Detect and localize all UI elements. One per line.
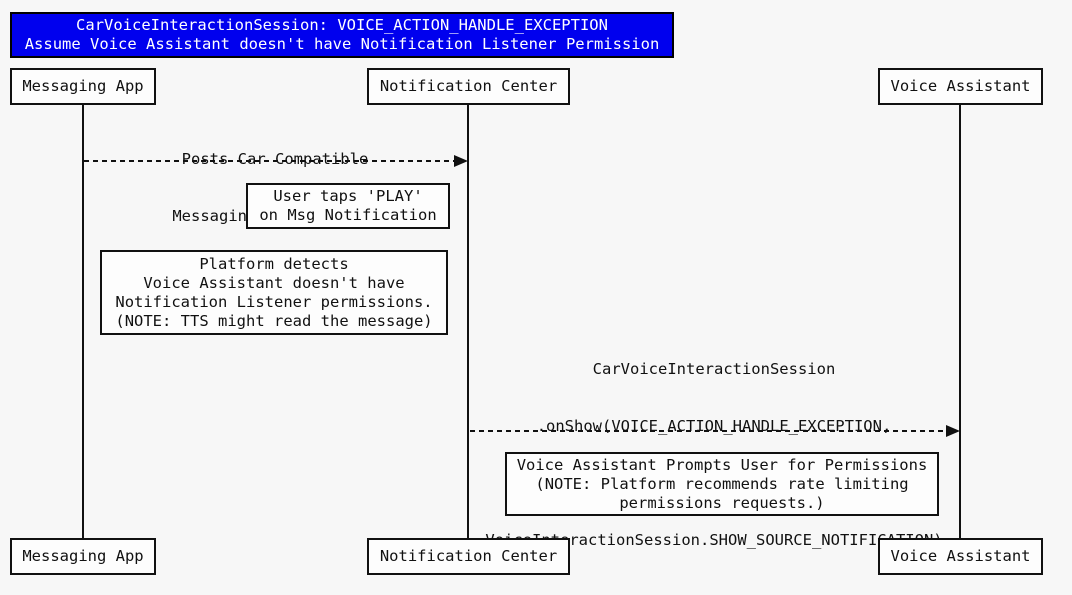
message-2-arrowhead-icon [946, 425, 960, 437]
participant-label: Notification Center [379, 77, 558, 95]
message-2-line-1: CarVoiceInteractionSession [592, 360, 836, 378]
message-2-arrow-line [470, 430, 946, 432]
lifeline-notification-center [467, 105, 469, 538]
note-line: Platform detects [199, 254, 349, 273]
participant-label: Messaging App [22, 77, 144, 95]
note-line: permissions requests.) [619, 493, 825, 512]
note-line: on Msg Notification [259, 206, 437, 224]
lifeline-voice-assistant [959, 105, 961, 538]
note-line: Voice Assistant doesn't have [143, 273, 405, 292]
diagram-title-line-2: Assume Voice Assistant doesn't have Noti… [24, 35, 660, 53]
message-1-line-1: Posts Car Compatible [181, 150, 369, 168]
participant-messaging-app-top: Messaging App [10, 68, 156, 105]
message-1-arrowhead-icon [454, 155, 468, 167]
participant-voice-assistant-bottom: Voice Assistant [878, 538, 1043, 575]
participant-label: Messaging App [22, 547, 144, 565]
note-line: User taps 'PLAY' [273, 187, 423, 205]
participant-label: Notification Center [379, 547, 558, 565]
note-line: Voice Assistant Prompts User for Permiss… [516, 455, 928, 474]
participant-notification-center-top: Notification Center [367, 68, 570, 105]
note-user-taps-play: User taps 'PLAY' on Msg Notification [246, 183, 450, 229]
lifeline-messaging-app [82, 105, 84, 538]
diagram-title-line-1: CarVoiceInteractionSession: VOICE_ACTION… [76, 16, 608, 34]
participant-messaging-app-bottom: Messaging App [10, 538, 156, 575]
participant-voice-assistant-top: Voice Assistant [878, 68, 1043, 105]
note-voice-assistant-prompts: Voice Assistant Prompts User for Permiss… [505, 452, 939, 516]
message-2-line-2: .onShow(VOICE_ACTION_HANDLE_EXCEPTION, [536, 417, 892, 435]
message-1-arrow-line [84, 160, 454, 162]
participant-label: Voice Assistant [890, 547, 1031, 565]
message-2-line-4: VoiceInteractionSession.SHOW_SOURCE_NOTI… [485, 531, 943, 549]
note-line: Notification Listener permissions. [115, 292, 433, 311]
participant-label: Voice Assistant [890, 77, 1031, 95]
note-line: (NOTE: Platform recommends rate limiting [535, 474, 909, 493]
note-line: (NOTE: TTS might read the message) [115, 311, 433, 330]
participant-notification-center-bottom: Notification Center [367, 538, 570, 575]
diagram-title: CarVoiceInteractionSession: VOICE_ACTION… [10, 12, 674, 58]
note-platform-detects: Platform detects Voice Assistant doesn't… [100, 250, 448, 335]
